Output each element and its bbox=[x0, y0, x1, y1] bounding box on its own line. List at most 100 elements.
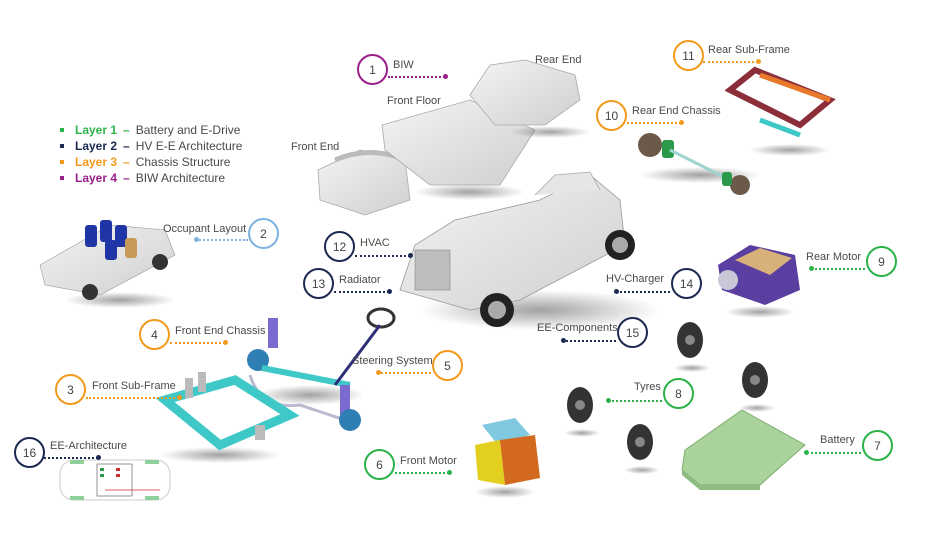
callout-number-badge: 14 bbox=[671, 268, 702, 299]
legend-layer-description: HV E-E Architecture bbox=[135, 139, 243, 153]
legend-layer-name: Layer 1 bbox=[75, 123, 118, 137]
callout-label: Tyres bbox=[634, 381, 661, 393]
legend-layer-description: BIW Architecture bbox=[135, 171, 226, 185]
callout-endpoint-dot-icon bbox=[194, 237, 199, 242]
callout-leader-line bbox=[616, 291, 670, 293]
callout-endpoint-dot-icon bbox=[447, 470, 452, 475]
legend-layer-name: Layer 4 bbox=[75, 171, 118, 185]
callout-label: HVAC bbox=[360, 237, 390, 249]
legend-separator: – bbox=[123, 139, 130, 153]
callout-endpoint-dot-icon bbox=[606, 398, 611, 403]
callout-endpoint-dot-icon bbox=[809, 266, 814, 271]
callout-leader-line bbox=[806, 452, 861, 454]
biw-front-floor-label: Front Floor bbox=[387, 95, 441, 107]
steering-system-part bbox=[333, 307, 396, 386]
legend-layer-name: Layer 2 bbox=[75, 139, 118, 153]
callout-label: Occupant Layout bbox=[163, 223, 247, 235]
callout-leader-line bbox=[395, 472, 449, 474]
callout-leader-line bbox=[608, 400, 662, 402]
callout-endpoint-dot-icon bbox=[387, 289, 392, 294]
callout-endpoint-dot-icon bbox=[177, 395, 182, 400]
legend-item-layer-4: Layer 4 – BIW Architecture bbox=[60, 170, 242, 186]
biw-front-end-part bbox=[317, 149, 411, 216]
callout-endpoint-dot-icon bbox=[223, 340, 228, 345]
legend-item-layer-1: Layer 1 – Battery and E-Drive bbox=[60, 122, 242, 138]
callout-number-badge: 5 bbox=[432, 350, 463, 381]
callout-endpoint-dot-icon bbox=[96, 455, 101, 460]
callout-label: EE-Architecture bbox=[50, 440, 128, 452]
callout-label: EE-Components bbox=[537, 322, 618, 334]
callout-number-badge: 15 bbox=[617, 317, 648, 348]
rear-end-chassis-part bbox=[638, 133, 760, 195]
tyres-part bbox=[564, 322, 775, 474]
callout-leader-line bbox=[170, 342, 225, 344]
callout-leader-line bbox=[196, 239, 248, 241]
callout-number-badge: 13 bbox=[303, 268, 334, 299]
legend-layer-name: Layer 3 bbox=[75, 155, 118, 169]
biw-rear-end-label: Rear End bbox=[535, 54, 582, 66]
rolling-chassis bbox=[399, 171, 660, 330]
callout-leader-line bbox=[355, 255, 410, 257]
callout-label: Front Sub-Frame bbox=[92, 380, 176, 392]
callout-leader-line bbox=[86, 397, 179, 399]
callout-endpoint-dot-icon bbox=[561, 338, 566, 343]
callout-number-badge: 6 bbox=[364, 449, 395, 480]
callout-label: Steering System bbox=[352, 355, 433, 367]
callout-number-badge: 10 bbox=[596, 100, 627, 131]
legend-separator: – bbox=[123, 171, 130, 185]
callout-leader-line bbox=[811, 268, 865, 270]
callout-label: Radiator bbox=[339, 274, 381, 286]
callout-label: Rear Sub-Frame bbox=[708, 44, 790, 56]
callout-label: BIW bbox=[393, 59, 414, 71]
occupant-layout-vehicle bbox=[39, 220, 176, 308]
rear-sub-frame-part bbox=[724, 66, 836, 156]
legend-layer-description: Battery and E-Drive bbox=[135, 123, 241, 137]
callout-endpoint-dot-icon bbox=[408, 253, 413, 258]
callout-leader-line bbox=[44, 457, 98, 459]
legend-separator: – bbox=[123, 123, 130, 137]
callout-label: Front End Chassis bbox=[175, 325, 266, 337]
callout-number-badge: 16 bbox=[14, 437, 45, 468]
callout-number-badge: 2 bbox=[248, 218, 279, 249]
legend-bullet-icon bbox=[60, 160, 64, 164]
callout-number-badge: 1 bbox=[357, 54, 388, 85]
legend-separator: – bbox=[123, 155, 130, 169]
callout-label: Rear End Chassis bbox=[632, 105, 721, 117]
callout-number-badge: 7 bbox=[862, 430, 893, 461]
legend-bullet-icon bbox=[60, 176, 64, 180]
callout-number-badge: 3 bbox=[55, 374, 86, 405]
callout-label: Battery bbox=[820, 434, 855, 446]
ee-architecture-schematic bbox=[59, 459, 171, 501]
callout-leader-line bbox=[703, 61, 758, 63]
biw-rear-end-part bbox=[469, 59, 590, 138]
rear-motor-part bbox=[718, 245, 800, 318]
biw-front-end-label: Front End bbox=[291, 141, 340, 153]
callout-label: HV-Charger bbox=[606, 273, 665, 285]
layer-legend: Layer 1 – Battery and E-Drive Layer 2 – … bbox=[60, 122, 242, 186]
callout-endpoint-dot-icon bbox=[756, 59, 761, 64]
callout-leader-line bbox=[627, 122, 681, 124]
callout-leader-line bbox=[378, 372, 431, 374]
legend-item-layer-2: Layer 2 – HV E-E Architecture bbox=[60, 138, 242, 154]
callout-leader-line bbox=[388, 76, 445, 78]
callout-number-badge: 9 bbox=[866, 246, 897, 277]
callout-endpoint-dot-icon bbox=[376, 370, 381, 375]
callout-label: Front Motor bbox=[400, 455, 457, 467]
callout-number-badge: 11 bbox=[673, 40, 704, 71]
callout-label: Rear Motor bbox=[806, 251, 862, 263]
callout-endpoint-dot-icon bbox=[614, 289, 619, 294]
callout-endpoint-dot-icon bbox=[679, 120, 684, 125]
callout-leader-line bbox=[334, 291, 389, 293]
callout-number-badge: 12 bbox=[324, 231, 355, 262]
callout-endpoint-dot-icon bbox=[443, 74, 448, 79]
callout-leader-line bbox=[563, 340, 616, 342]
legend-item-layer-3: Layer 3 – Chassis Structure bbox=[60, 154, 242, 170]
callout-endpoint-dot-icon bbox=[804, 450, 809, 455]
callout-number-badge: 8 bbox=[663, 378, 694, 409]
front-end-chassis-part bbox=[247, 318, 365, 431]
front-motor-part bbox=[475, 418, 540, 498]
battery-part bbox=[681, 409, 806, 490]
legend-layer-description: Chassis Structure bbox=[135, 155, 231, 169]
front-sub-frame-part bbox=[155, 372, 300, 463]
